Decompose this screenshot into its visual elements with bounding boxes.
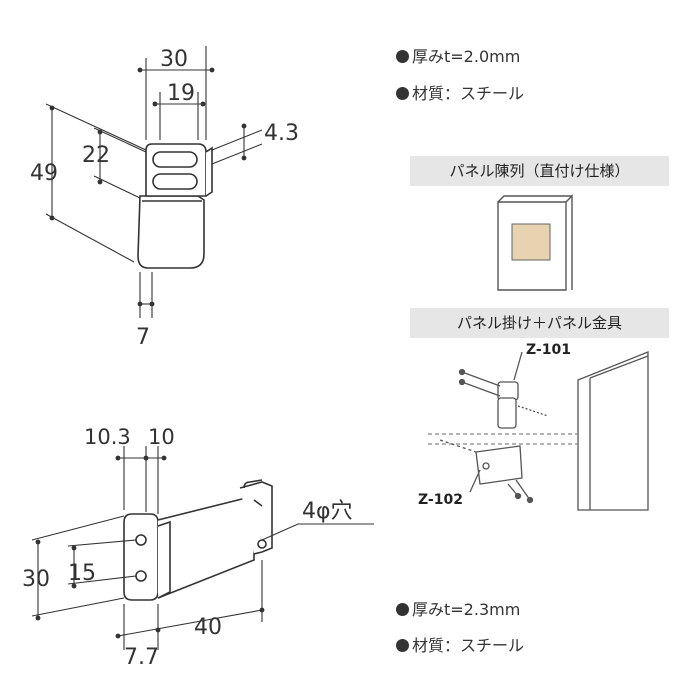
- lower-slot: [152, 173, 198, 190]
- dim-49: 49: [30, 161, 58, 186]
- hook-illustration: [428, 351, 649, 511]
- top-thickness-spec: 厚みt=2.0mm: [396, 43, 520, 67]
- bottom-material-spec: 材質：スチール: [396, 632, 524, 656]
- dim-4-3: 4.3: [264, 121, 299, 146]
- bottom-dimension-lines: [31, 446, 374, 650]
- hook-banner: パネル掛け＋パネル金具: [410, 308, 669, 338]
- label-z102: Z-102: [418, 492, 463, 508]
- wood-patch: [511, 223, 551, 261]
- dim-19: 19: [167, 81, 195, 106]
- bullet-dot: [396, 87, 409, 100]
- bullet-dot: [396, 50, 409, 63]
- bullet-dot: [396, 603, 409, 616]
- dim-7: 7: [136, 325, 150, 350]
- bottom-thickness-spec: 厚みt=2.3mm: [396, 596, 520, 620]
- dim-7-7: 7.7: [124, 645, 159, 670]
- top-material-spec: 材質：スチール: [396, 80, 524, 104]
- direct-mount-illustration: [410, 186, 669, 291]
- dim-30-bottom: 30: [22, 567, 50, 592]
- dim-40: 40: [194, 615, 222, 640]
- dim-10-3: 10.3: [84, 425, 131, 449]
- bullet-dot: [396, 639, 409, 652]
- bottom-bracket-drawing: [123, 479, 273, 601]
- dim-4-phi-hole: 4φ穴: [302, 499, 353, 524]
- dim-22: 22: [82, 143, 110, 168]
- top-dimension-lines: [45, 46, 263, 318]
- top-bracket-drawing: [137, 143, 213, 269]
- dim-15: 15: [68, 561, 96, 586]
- dim-30-top: 30: [160, 47, 188, 72]
- label-z101: Z-101: [526, 342, 571, 358]
- upper-slot: [152, 151, 198, 168]
- dim-10: 10: [148, 425, 175, 449]
- direct-mount-banner: パネル陳列（直付け仕様）: [410, 156, 669, 186]
